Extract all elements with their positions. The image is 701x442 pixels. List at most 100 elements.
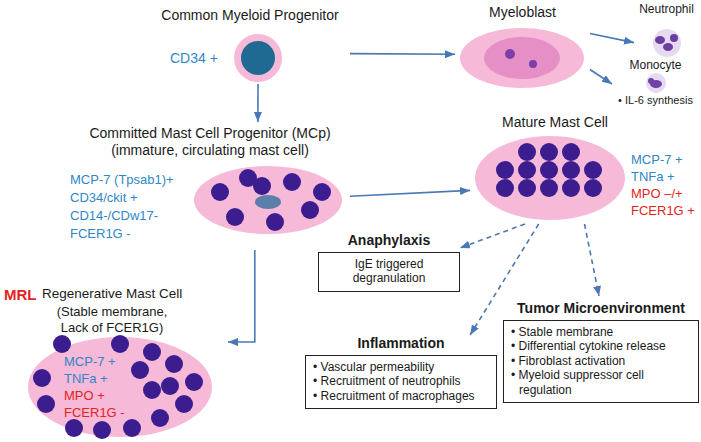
marker-label: CD14-/CDw17- bbox=[70, 208, 188, 224]
granule bbox=[505, 49, 515, 59]
granule bbox=[123, 419, 141, 437]
granule bbox=[496, 161, 514, 179]
granule bbox=[653, 29, 681, 57]
cell-title: Inflammation bbox=[305, 335, 497, 352]
granule bbox=[301, 201, 319, 219]
granule bbox=[131, 361, 149, 379]
granule bbox=[211, 183, 229, 201]
granule bbox=[518, 179, 536, 197]
outcome-frame: IgE triggered degranulation bbox=[318, 252, 460, 292]
cell-body bbox=[475, 136, 625, 220]
marker-label: FCER1G + bbox=[631, 203, 698, 219]
regenerative-mast-cell: MRLRegenerative Mast Cell (Stable membran… bbox=[2, 282, 228, 440]
outcome-frame: • Stable membrane• Differential cytokine… bbox=[503, 320, 699, 403]
granule bbox=[540, 179, 558, 197]
cell-title: Common Myeloid Progenitor bbox=[150, 7, 350, 24]
granule bbox=[529, 60, 537, 68]
cell-body bbox=[670, 34, 678, 42]
granule bbox=[175, 395, 193, 413]
marker-label: MPO + bbox=[64, 388, 134, 404]
granule bbox=[93, 421, 111, 439]
lineage-arrow bbox=[350, 190, 470, 196]
granule bbox=[584, 179, 602, 197]
granule bbox=[165, 355, 183, 373]
cell-title: MRL bbox=[4, 286, 40, 304]
lineage-arrow bbox=[590, 70, 612, 85]
granule bbox=[562, 143, 580, 161]
granule bbox=[313, 183, 331, 201]
granule bbox=[266, 213, 284, 231]
cell-body bbox=[460, 28, 584, 88]
marker-label: Regenerative Mast Cell bbox=[42, 286, 214, 302]
granule bbox=[241, 41, 275, 75]
dashed-arrow bbox=[470, 224, 539, 335]
progenitor-cell: Committed Mast Cell Progenitor (MCp) (im… bbox=[70, 122, 350, 250]
granule bbox=[518, 143, 536, 161]
marker-label: MCP-7 + bbox=[631, 152, 698, 168]
outcome-item: • Differential cytokine release bbox=[510, 339, 692, 353]
neutrophil-cell: Neutrophil bbox=[634, 2, 699, 60]
mast-cell: Mature Mast CellMCP-7 +TNFa +MPO –/+FCER… bbox=[470, 112, 699, 224]
marker-label: FCER1G - bbox=[70, 226, 188, 242]
granule bbox=[562, 161, 580, 179]
cell-body bbox=[255, 195, 281, 209]
outcome-item: • Recruitment of neutrophils bbox=[312, 374, 490, 388]
granule bbox=[496, 179, 514, 197]
marker-label: CD34/ckit + bbox=[70, 190, 188, 206]
lineage-arrow bbox=[590, 34, 634, 43]
cell-body bbox=[648, 78, 654, 84]
granule bbox=[185, 373, 203, 391]
granule bbox=[540, 161, 558, 179]
granule bbox=[562, 179, 580, 197]
outcome-item: • Vascular permeability bbox=[312, 360, 490, 374]
outcome-item: • Myeloid suppressor cell regulation bbox=[510, 368, 692, 397]
cell-body bbox=[194, 166, 342, 234]
dashed-arrow bbox=[585, 224, 600, 296]
granule bbox=[53, 335, 71, 353]
lineage-arrow bbox=[350, 53, 455, 55]
outcome-item: • Recruitment of macrophages bbox=[312, 389, 490, 403]
lineage-arrow bbox=[228, 250, 255, 342]
cell-title: Myeloblast bbox=[455, 4, 590, 21]
marker-label: (Stable membrane, Lack of FCER1G) bbox=[42, 304, 182, 335]
cell-body bbox=[655, 36, 665, 44]
cell-title: Tumor Microenvironment bbox=[503, 300, 699, 317]
granule bbox=[584, 161, 602, 179]
marker-label: MCP-7 (Tpsab1)+ bbox=[70, 172, 188, 188]
progenitor-cell: Common Myeloid ProgenitorCD34 + bbox=[150, 4, 350, 84]
marker-label: CD34 + bbox=[170, 50, 226, 67]
granule bbox=[65, 419, 83, 437]
granule bbox=[151, 409, 169, 427]
marker-label: MCP-7 + bbox=[64, 354, 134, 370]
granule bbox=[33, 369, 51, 387]
outcome-box: Tumor Microenvironment• Stable membrane•… bbox=[503, 296, 699, 440]
marker-label: • IL-6 synthesis bbox=[612, 94, 699, 107]
marker-label: TNFa + bbox=[631, 169, 698, 185]
lineage-arrow bbox=[257, 84, 259, 122]
outcome-box: AnaphylaxisIgE triggered degranulation bbox=[318, 232, 460, 296]
granule bbox=[143, 381, 161, 399]
granule bbox=[253, 177, 271, 195]
myeloblast-cell: Myeloblast bbox=[455, 2, 590, 92]
outcome-item: IgE triggered degranulation bbox=[325, 257, 453, 286]
granule bbox=[646, 73, 666, 93]
cell-title: Mature Mast Cell bbox=[480, 114, 630, 131]
marker-label: TNFa + bbox=[64, 371, 134, 387]
cell-body bbox=[484, 37, 560, 79]
cell-title: Monocyte bbox=[612, 58, 699, 72]
marker-label: FCER1G - bbox=[64, 405, 134, 421]
granule bbox=[234, 34, 282, 82]
outcome-item: • Fibroblast activation bbox=[510, 354, 692, 368]
monocyte-cell: Monocyte • IL-6 synthesis bbox=[612, 58, 699, 110]
granule bbox=[518, 161, 536, 179]
granule bbox=[540, 143, 558, 161]
cell-title: Neutrophil bbox=[634, 2, 699, 16]
outcome-item: • Stable membrane bbox=[510, 325, 692, 339]
granule bbox=[161, 377, 179, 395]
granule bbox=[283, 173, 301, 191]
outcome-box: Inflammation• Vascular permeability• Rec… bbox=[305, 335, 497, 432]
granule bbox=[37, 395, 55, 413]
cell-title: Committed Mast Cell Progenitor (MCp) (im… bbox=[70, 125, 350, 159]
cell-body bbox=[663, 43, 673, 51]
